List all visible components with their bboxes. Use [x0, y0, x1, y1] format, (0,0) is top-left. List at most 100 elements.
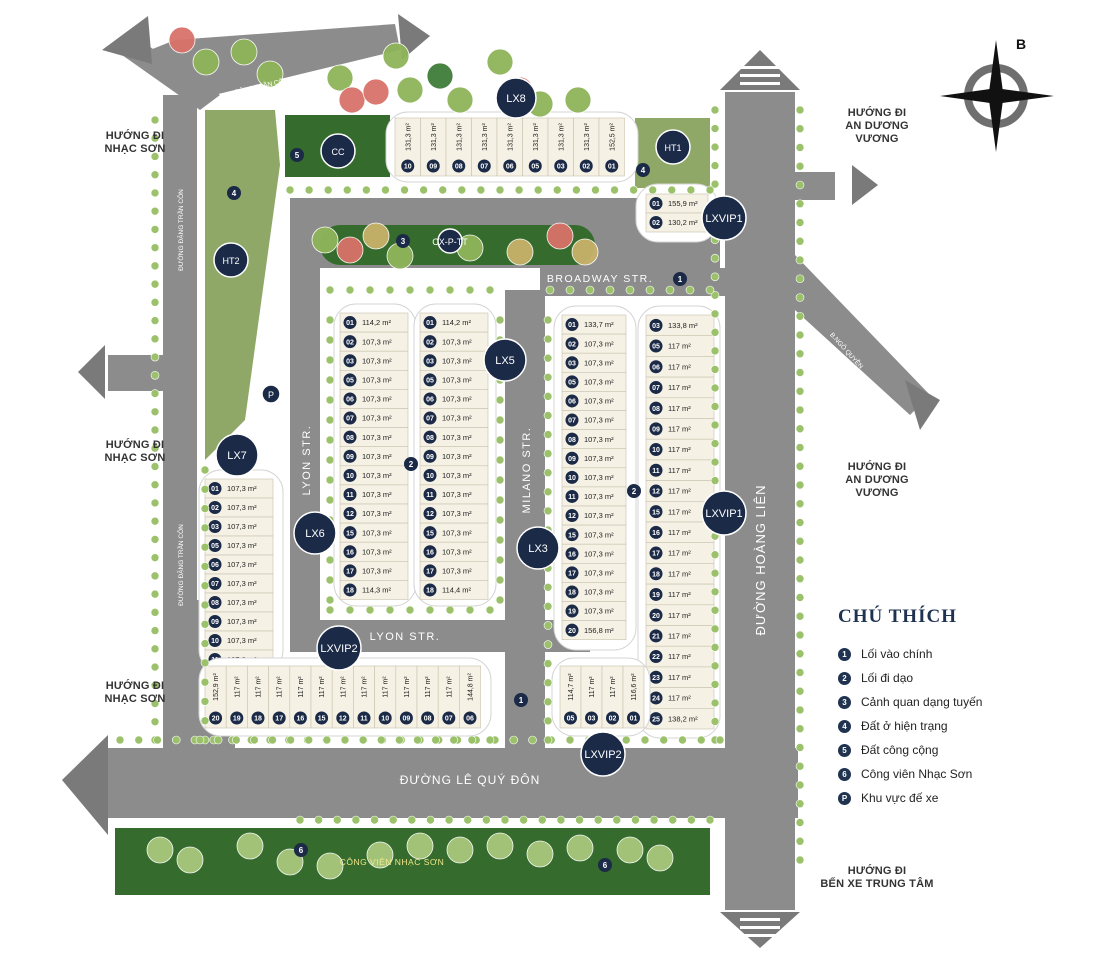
street-tree-icon [325, 415, 335, 425]
street-tree-icon [345, 605, 355, 615]
arrow-stripe [740, 74, 780, 77]
marker-3 [396, 234, 410, 248]
arrow-north [720, 50, 800, 90]
lxvip1-right-lot-badge [649, 587, 663, 601]
street-tree-icon [629, 185, 638, 195]
lx5-lot-badge [423, 373, 437, 387]
street-milano: MILANO STR. [521, 427, 533, 514]
tree-icon [192, 48, 220, 76]
lx3-lot-area: 107,3 m² [584, 397, 614, 406]
lx6-lot-area: 114,3 m² [362, 586, 392, 595]
lx8-lot-number: 06 [506, 164, 514, 171]
street-tree-icon [710, 179, 720, 189]
street-tree-icon [200, 581, 210, 591]
compass-needle-north [989, 40, 1003, 100]
lx5-lot-number: 03 [426, 358, 434, 365]
lx7-lot-area: 107,3 m² [227, 522, 257, 531]
street-tree-icon [631, 815, 640, 825]
tree-icon [406, 832, 434, 860]
street-tree-icon [495, 595, 505, 605]
street-tree-icon [325, 495, 335, 505]
lxvip1-right-lot-area: 117 m² [668, 383, 691, 392]
legend-marker: P [838, 791, 851, 805]
street-tree-icon [710, 476, 720, 485]
lxvip2-left-lot-area: 117 m² [256, 676, 263, 698]
block-lx6-badge-text: LX6 [305, 528, 325, 540]
street-tree-icon [426, 815, 435, 825]
street-tree-icon [419, 185, 428, 195]
street-tree-icon [710, 253, 720, 263]
lxvip1-right-lot-number: 20 [652, 613, 660, 620]
lxvip2-left-lot-badge [357, 711, 371, 725]
street-tree-icon [345, 285, 355, 295]
street-tree-icon [405, 285, 415, 295]
street-tree-icon [465, 605, 475, 615]
street-tree-icon [153, 735, 162, 745]
street-tree-icon [667, 185, 677, 195]
lx3-lot-badge [565, 509, 579, 523]
lx5-lot-badge [423, 487, 437, 501]
lxvip1-right-lot-area: 117 m² [668, 694, 691, 703]
street-tree-icon [200, 697, 210, 706]
street-tree-icon [795, 574, 805, 584]
street-tree-icon [485, 735, 495, 745]
street-tree-icon [362, 185, 371, 195]
block-lx7-badge [215, 433, 259, 477]
street-tree-icon [543, 582, 553, 592]
lx8-lot-area: 131,3 m² [533, 123, 540, 151]
parking-badge-text: P [268, 390, 274, 400]
lx3-lot-area: 107,3 m² [584, 377, 614, 386]
lx7-lot-badge [208, 577, 222, 590]
block-lxvip1-top-badge-text: LXVIP1 [705, 213, 742, 225]
arrow-stripe [740, 82, 780, 85]
lxvip2-right-lot-badge [606, 711, 619, 725]
lxvip2-left-lot-area: 117 m² [425, 676, 432, 698]
lx3-lot-number: 20 [568, 628, 576, 635]
street-tree-icon [795, 555, 805, 565]
street-tree-icon [528, 735, 537, 745]
street-tree-icon [134, 735, 144, 745]
street-tree-icon [150, 644, 160, 654]
street-tree-icon [304, 735, 314, 745]
legend-label: Lối đi dạo [861, 671, 914, 685]
street-tree-icon [795, 349, 805, 359]
street-tree-icon [537, 815, 547, 825]
legend-marker: 1 [838, 647, 851, 661]
street-le-quy-don: ĐƯỜNG LÊ QUÝ ĐÔN [400, 772, 541, 787]
arrow-east [852, 165, 878, 205]
lxvip1-right-lot-area: 117 m² [668, 652, 691, 661]
lxvip1-right-lot-number: 11 [652, 468, 660, 475]
lx8-lot-area: 131,3 m² [405, 123, 412, 151]
tree-icon [311, 226, 339, 254]
street-tree-icon [795, 518, 805, 527]
block-cx-p-tt-badge-text: CX-P-TT [432, 237, 468, 247]
lxvip2-left-lot-number: 17 [275, 716, 283, 723]
street-tree-icon [795, 180, 805, 190]
street-tree-icon [449, 735, 459, 745]
lx5-lot-number: 18 [426, 588, 434, 595]
street-tree-icon [575, 815, 584, 825]
street-tree-icon [495, 575, 505, 585]
street-tree-icon [552, 185, 562, 195]
marker-5 [290, 148, 304, 162]
street-tree-icon [687, 815, 696, 825]
street-tree-icon [543, 372, 553, 382]
legend-marker: 3 [838, 695, 851, 709]
street-tree-icon [795, 780, 805, 790]
parking-stripe [257, 333, 276, 343]
block-ht1-badge-text: HT1 [664, 143, 681, 153]
marker-2b [627, 484, 641, 498]
street-tree-icon [795, 461, 805, 471]
lx5-lot-number: 05 [426, 377, 434, 384]
lx8-lot-badge [528, 159, 542, 173]
lx6-lot-badge [343, 526, 357, 540]
street-tree-icon [696, 735, 706, 745]
street-tree-icon [150, 535, 160, 544]
lx8-lot-number: 09 [429, 164, 437, 171]
lx6-lot [339, 580, 409, 600]
road-dang-tran-con [163, 95, 197, 815]
arrow-west-bottom [62, 735, 108, 835]
lxvip1-right-lot-number: 06 [652, 364, 660, 371]
lx7-lot-area: 107,3 m² [227, 598, 257, 607]
